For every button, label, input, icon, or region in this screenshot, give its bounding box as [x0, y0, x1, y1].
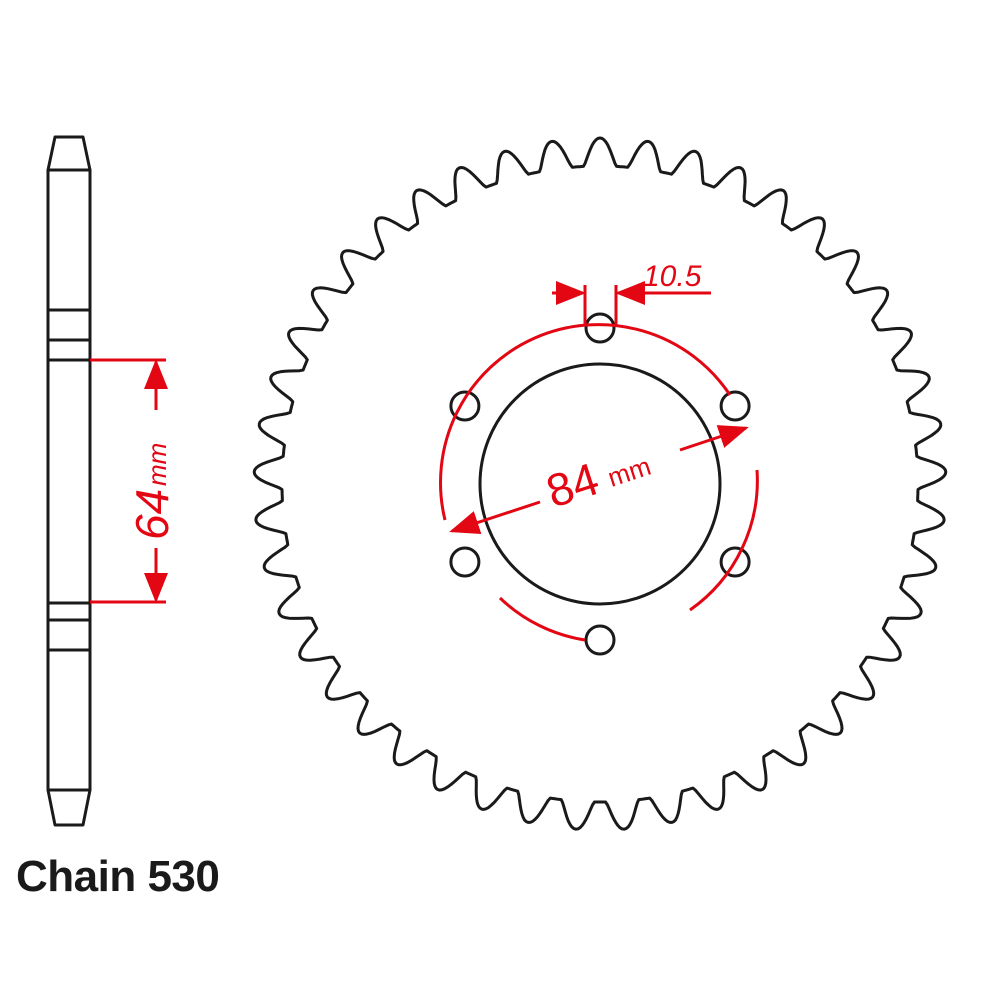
center-bore — [478, 362, 722, 606]
bolt-circle-arc-upper — [439, 323, 732, 521]
lightening-window — [619, 182, 848, 375]
bolt-hole — [584, 624, 616, 656]
hub-offset-unit: mm — [142, 443, 172, 486]
bolt-hole — [449, 546, 481, 578]
bolt-circle-arc-right — [689, 469, 759, 612]
bolt-circle-unit: mm — [604, 451, 654, 493]
bolt-hole-dimension: 10.5 — [552, 260, 711, 325]
sprocket-teeth-outline — [252, 136, 948, 831]
chain-size-label: Chain 530 — [16, 852, 220, 901]
bolt-circle-value: 84 — [540, 452, 605, 517]
bolt-hole — [719, 390, 751, 422]
lightening-window — [749, 354, 903, 614]
side-profile-view — [46, 135, 92, 827]
hatched-hub-bottom — [46, 601, 92, 622]
hatched-hub-top — [46, 338, 92, 362]
bolt-hole — [449, 390, 481, 422]
bolt-hole — [584, 312, 616, 344]
sprocket-front-view — [252, 136, 948, 831]
hub-offset-value: 64 — [126, 489, 178, 540]
lightening-window — [619, 593, 848, 786]
bolt-hole-value: 10.5 — [643, 260, 702, 293]
hub-offset-dimension: 64 mm — [90, 358, 178, 604]
hatched-section-top — [46, 168, 92, 312]
bolt-circle-arc-lower — [498, 596, 586, 642]
lightening-window — [352, 593, 581, 786]
lightening-window — [352, 182, 581, 375]
hatched-section-bottom — [46, 648, 92, 792]
lightening-window — [297, 354, 451, 614]
side-profile-outline — [46, 135, 92, 827]
bolt-hole — [719, 546, 751, 578]
